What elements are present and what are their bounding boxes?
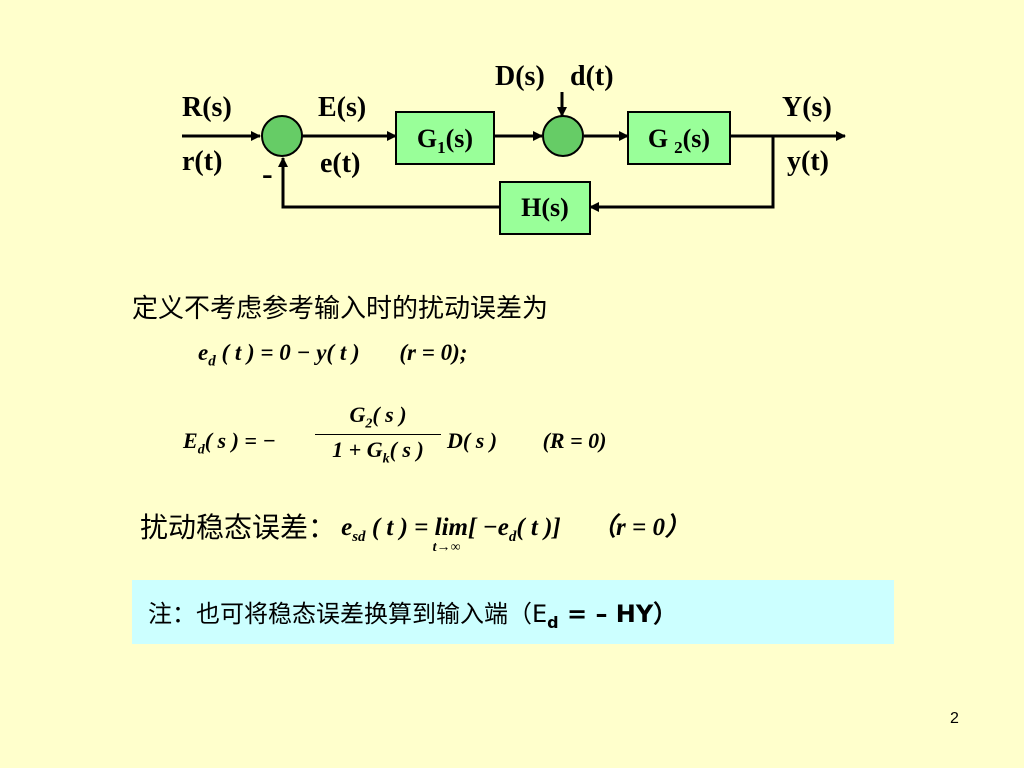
fraction-bar (315, 434, 441, 436)
eq2-lhs: E (183, 428, 198, 453)
minus-sign: - (262, 155, 273, 191)
eq1-lhs: e (198, 340, 209, 365)
eq3-body-sub: d (508, 528, 517, 545)
note-box: 注：也可将稳态误差换算到输入端（Ed = – HY） (132, 580, 894, 644)
note-sub: d (547, 612, 559, 632)
Y-label: Y(s) (782, 92, 832, 123)
summing-junction-1 (261, 115, 303, 157)
h-block (499, 181, 591, 235)
feedback-line-left (278, 157, 500, 209)
g1-block (395, 111, 495, 165)
eq3-sub: sd (352, 528, 366, 545)
D-label: D(s) (495, 61, 545, 92)
r-label: r(t) (182, 146, 222, 177)
g2-block (627, 111, 731, 165)
R-label: R(s) (182, 92, 232, 123)
E-label: E(s) (318, 92, 366, 123)
eq2-cond: (R = 0) (542, 428, 607, 453)
eq2-numerator: G2( s ) (349, 402, 407, 432)
eq1-sub: d (208, 353, 216, 370)
eq3-lhs: e (341, 513, 353, 541)
note-text: 注：也可将稳态误差换算到输入端（E (148, 600, 548, 628)
h-label: H(s) (521, 193, 569, 222)
eq2-sub: d (197, 442, 205, 458)
definition-text: 定义不考虑参考输入时的扰动误差为 (132, 294, 549, 324)
eq1-rest: ( t ) = 0 − y( t ) (221, 340, 360, 365)
eq3-lim: lim t→∞ (432, 513, 468, 555)
steady-state-line: 扰动稳态误差： esd ( t ) = lim t→∞ [ −ed( t )] … (140, 506, 690, 555)
eq3-body-rest: ( t )] (516, 513, 561, 541)
e-label: e(t) (320, 148, 360, 179)
summing-junction-2 (542, 115, 584, 157)
eq3-mid: ( t ) = (371, 513, 429, 541)
ss-label: 扰动稳态误差： (140, 511, 337, 544)
eq2-denominator: 1 + Gk( s ) (332, 437, 424, 467)
eq2-mid: ( s ) = − (204, 428, 276, 453)
d-label: d(t) (570, 61, 614, 92)
g1-label: G1(s) (417, 124, 473, 157)
eq2-tail: D( s ) (447, 428, 498, 453)
feedback-line-right (589, 136, 775, 212)
eq3-body: [ −e (468, 513, 509, 541)
eq1-cond: (r = 0); (399, 340, 468, 365)
page-number: 2 (950, 710, 959, 727)
equation-ed-time: ed ( t ) = 0 − y( t ) (r = 0); (198, 340, 467, 371)
eq3-limsub: t→∞ (432, 539, 461, 555)
note-tail: = – HY） (558, 600, 678, 628)
y-label: y(t) (787, 146, 829, 177)
eq3-cond: （r = 0） (591, 513, 690, 541)
